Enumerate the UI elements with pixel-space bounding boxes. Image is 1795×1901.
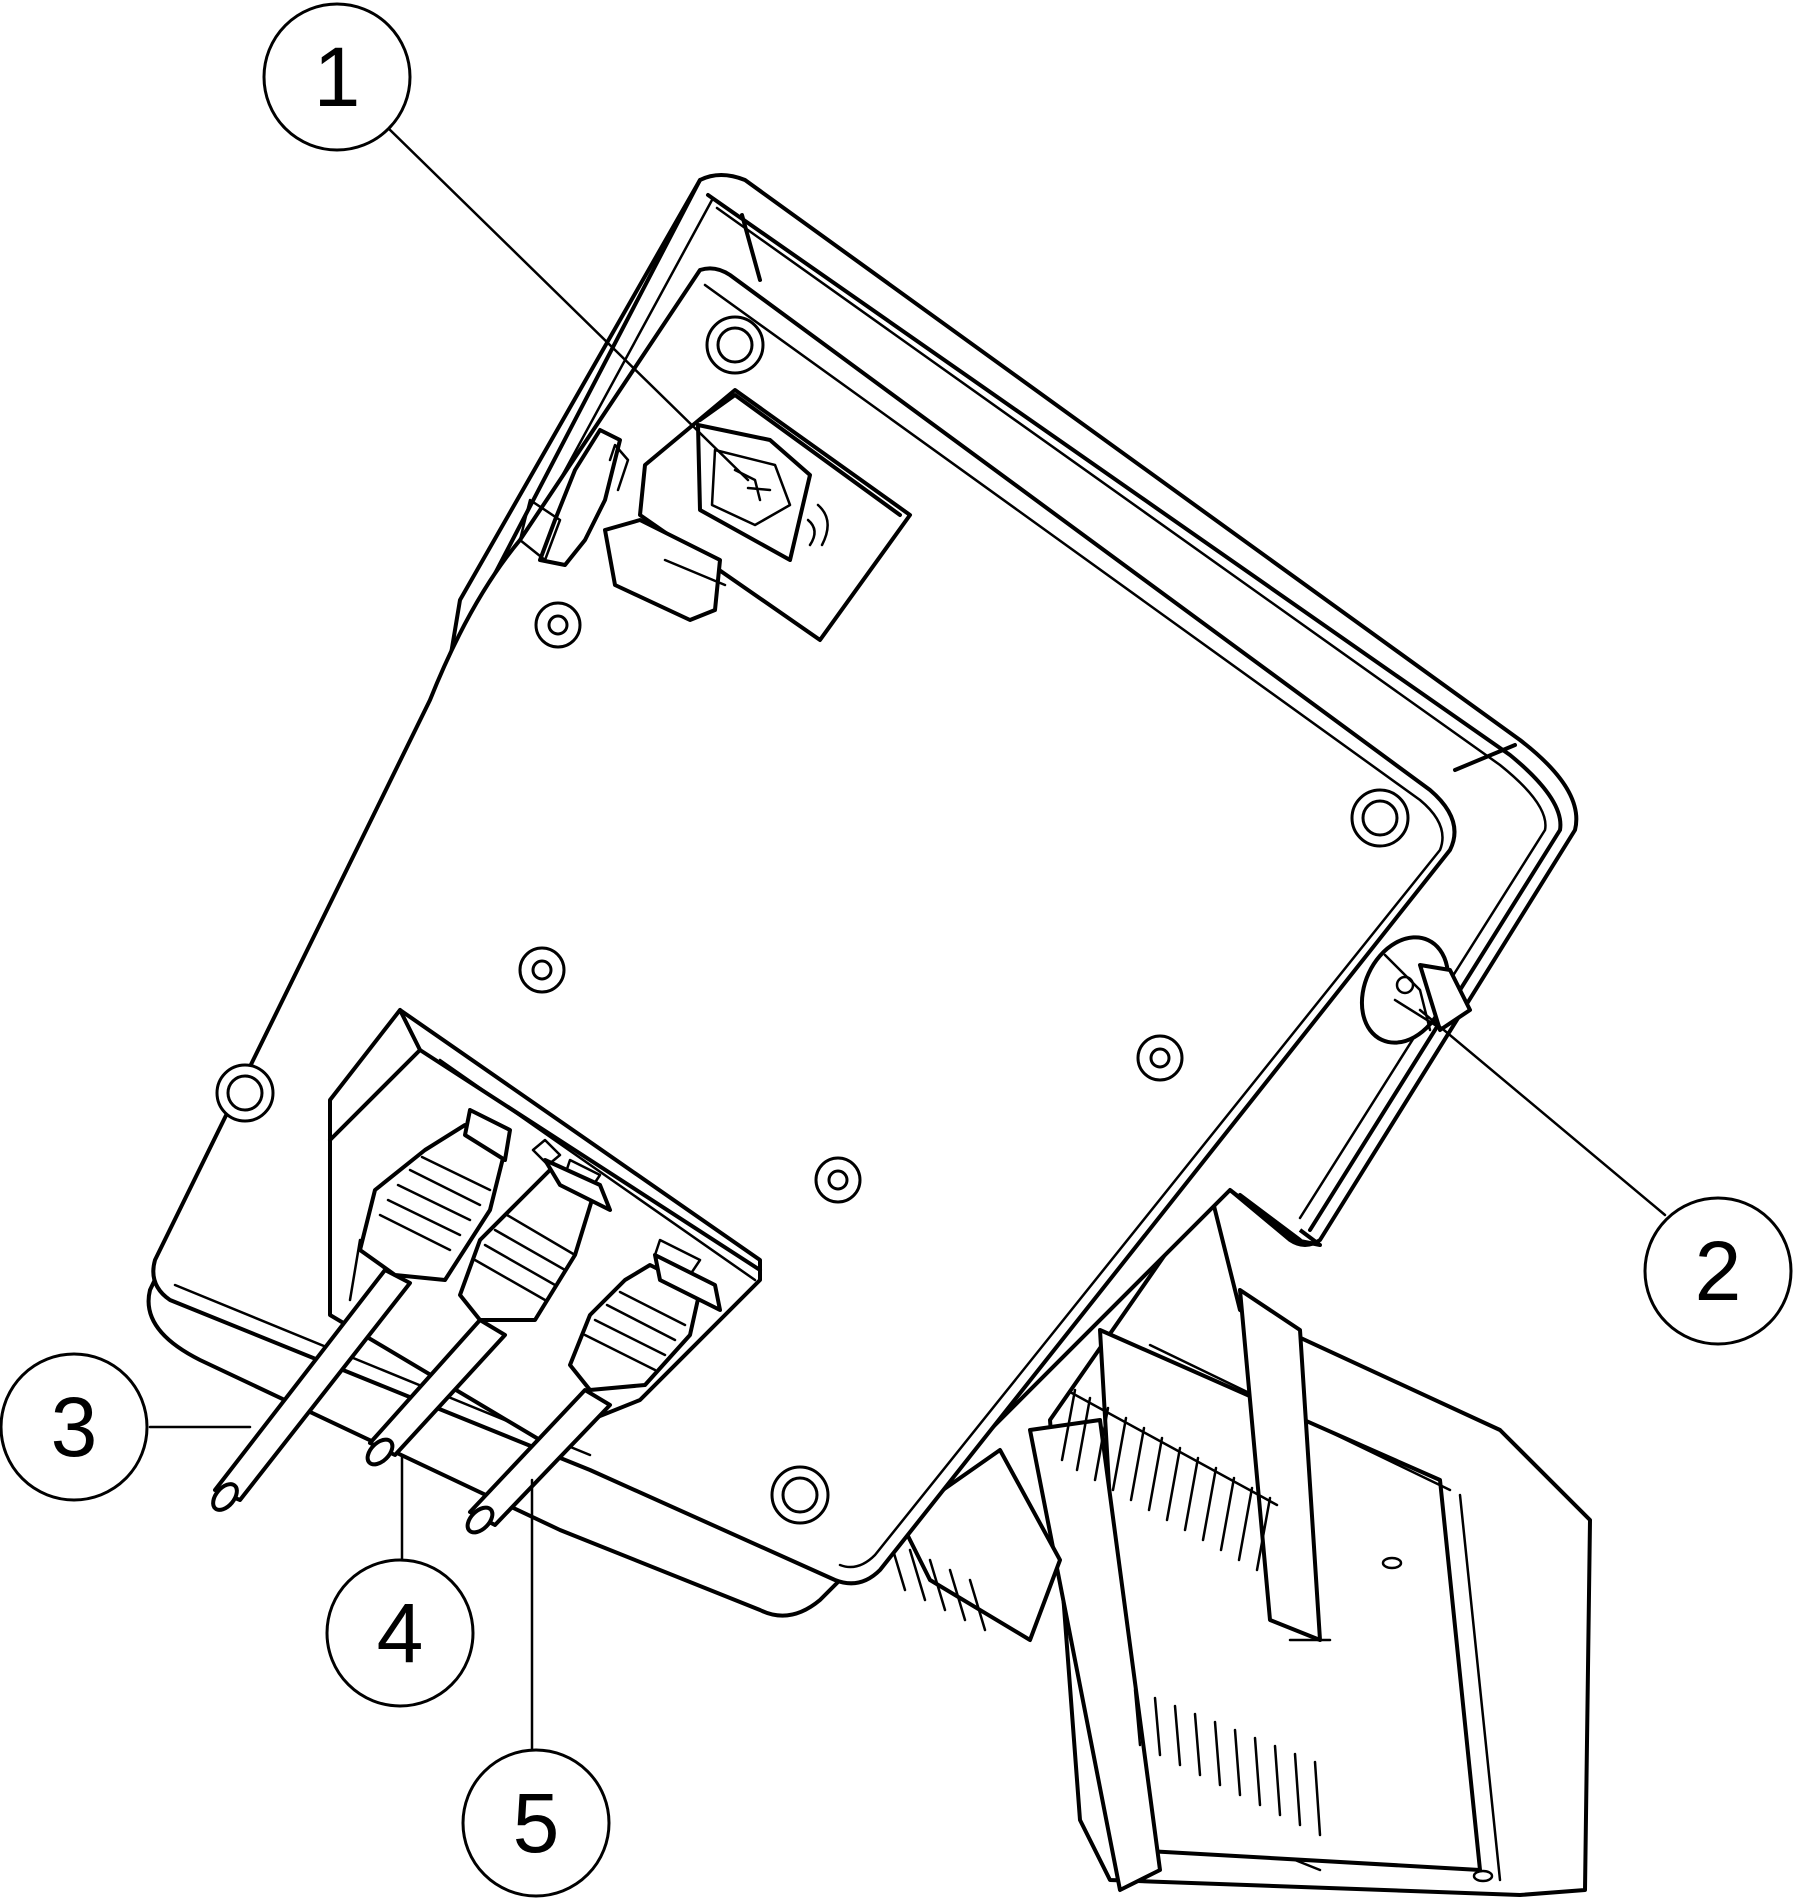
callout-5-label: 5 <box>513 1776 560 1870</box>
screw-bosses <box>215 315 1410 1525</box>
screw-small-1 <box>534 601 582 649</box>
screw-small-2 <box>518 946 566 994</box>
screw-small-3 <box>1136 1034 1184 1082</box>
stand-housing <box>898 1188 1592 1897</box>
screw-boss-top-left <box>705 315 765 375</box>
screw-boss-bottom <box>770 1465 830 1525</box>
leader-2 <box>1418 1008 1667 1217</box>
cable-5 <box>465 1253 722 1535</box>
callout-5: 5 <box>461 1748 611 1898</box>
callout-1: 1 <box>262 2 412 152</box>
callout-3: 3 <box>0 1352 149 1502</box>
callout-4-label: 4 <box>377 1586 424 1680</box>
cable-3 <box>211 1108 512 1512</box>
screw-small-4 <box>814 1156 862 1204</box>
callout-4: 4 <box>325 1558 475 1708</box>
cable-4 <box>365 1158 612 1467</box>
screw-boss-right <box>1350 788 1410 848</box>
leader-lines <box>148 123 1667 1752</box>
vent-slots-side <box>888 1538 987 1632</box>
screw-boss-left <box>215 1063 275 1123</box>
vent-slots-lower <box>1133 1688 1322 1837</box>
callout-2: 2 <box>1643 1196 1793 1346</box>
callout-3-label: 3 <box>51 1380 98 1474</box>
vent-slots-upper <box>1060 1388 1279 1572</box>
callout-1-label: 1 <box>314 30 361 124</box>
callout-2-label: 2 <box>1695 1224 1742 1318</box>
top-port-housing <box>518 388 912 642</box>
leader-1 <box>383 123 750 482</box>
